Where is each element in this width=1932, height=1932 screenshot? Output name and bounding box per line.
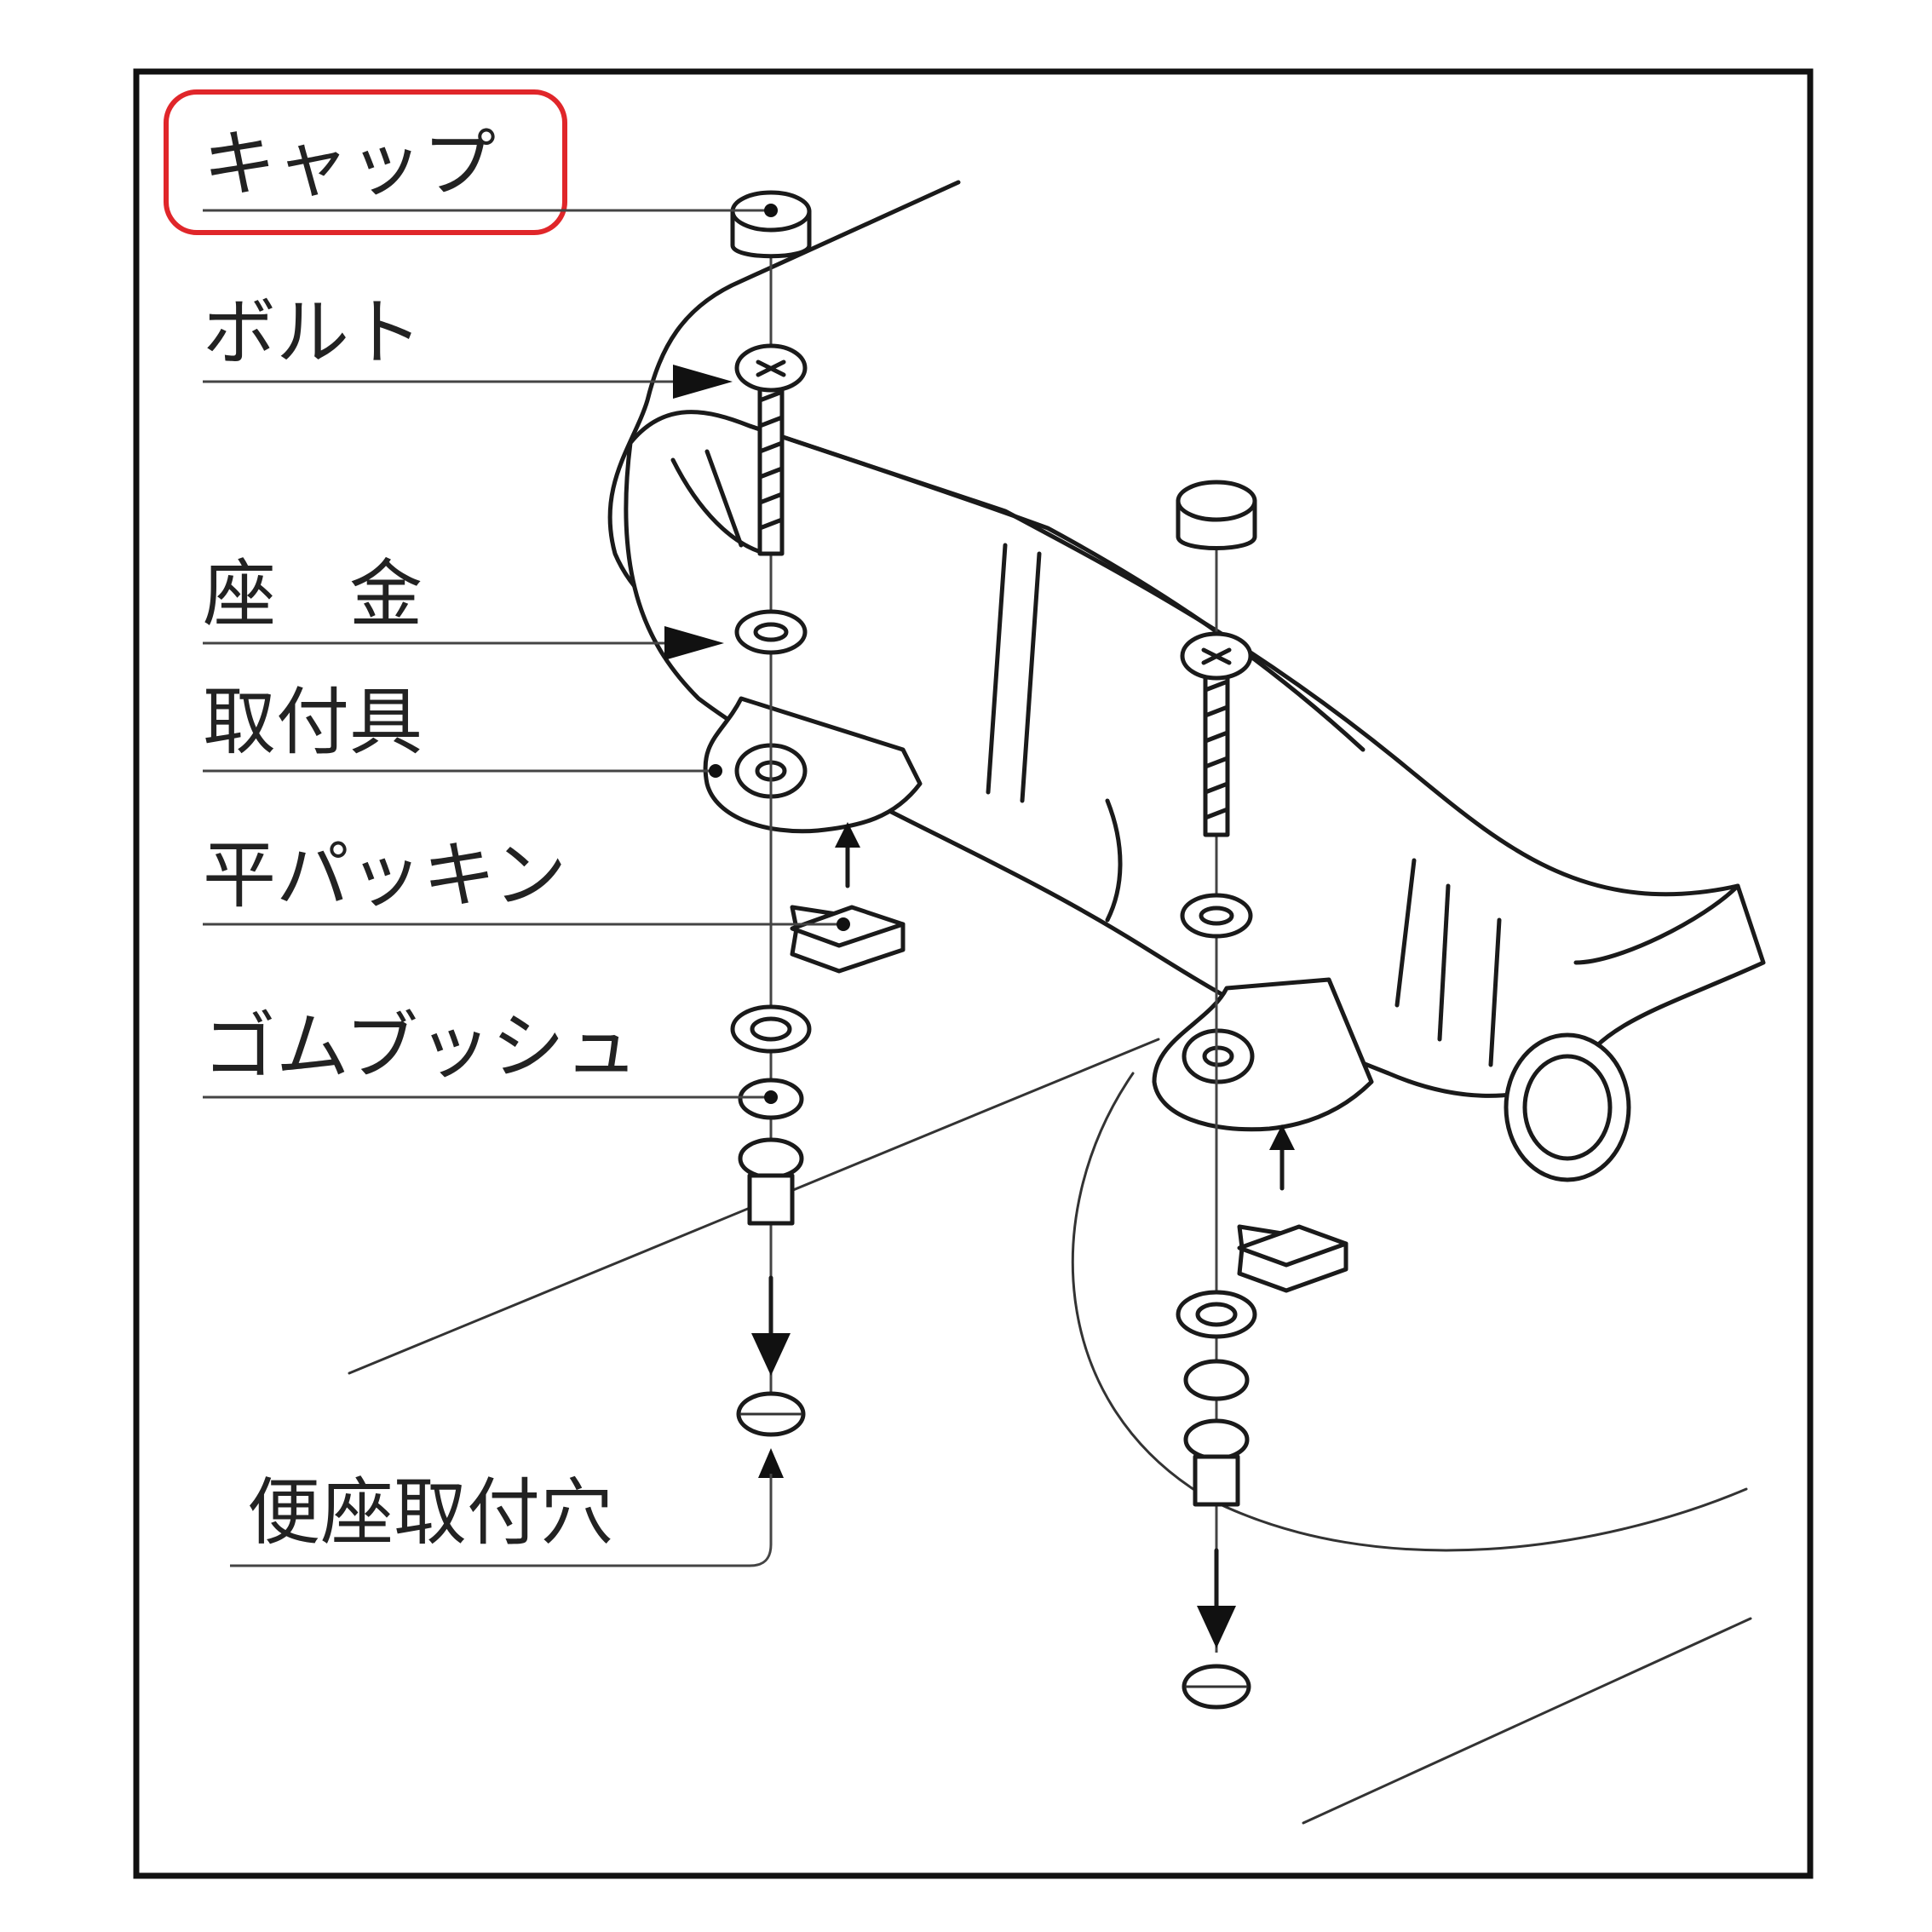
- left-bolt: [734, 343, 808, 556]
- left-cap: [730, 190, 812, 259]
- right-seat-mount-hole: [1182, 1664, 1251, 1710]
- right-rubber-bush: [1176, 1290, 1257, 1507]
- leader-lines: [203, 209, 843, 1567]
- left-washer: [734, 609, 808, 655]
- label-washer: 座 金: [203, 552, 423, 637]
- label-rubber-bush: ゴムブッシュ: [203, 1004, 638, 1090]
- right-washer: [1180, 893, 1253, 939]
- label-cap: キャップ: [203, 122, 496, 207]
- leader-dots: [709, 204, 850, 1104]
- arrow-up-hole-pointer: [758, 1448, 784, 1478]
- label-bolt: ボルト: [203, 290, 423, 376]
- left-flat-packing: [790, 905, 906, 974]
- diagram-frame: [133, 68, 1814, 1879]
- right-cap: [1176, 480, 1257, 550]
- arrow-up-right-packing: [1269, 1124, 1295, 1191]
- right-bolt: [1180, 631, 1253, 837]
- cap-label-highlight: [164, 89, 567, 235]
- right-flat-packing: [1237, 1224, 1348, 1293]
- label-seat-mount-hole: 便座取付穴: [247, 1470, 613, 1555]
- label-bracket: 取付具: [203, 680, 423, 765]
- arrow-down-left: [751, 1275, 791, 1376]
- arrow-down-right: [1197, 1548, 1236, 1648]
- left-seat-mount-hole: [736, 1391, 806, 1437]
- left-rubber-bush: [730, 1004, 812, 1226]
- arrow-up-left-packing: [835, 822, 860, 888]
- label-flat-packing: 平パッキン: [203, 833, 566, 918]
